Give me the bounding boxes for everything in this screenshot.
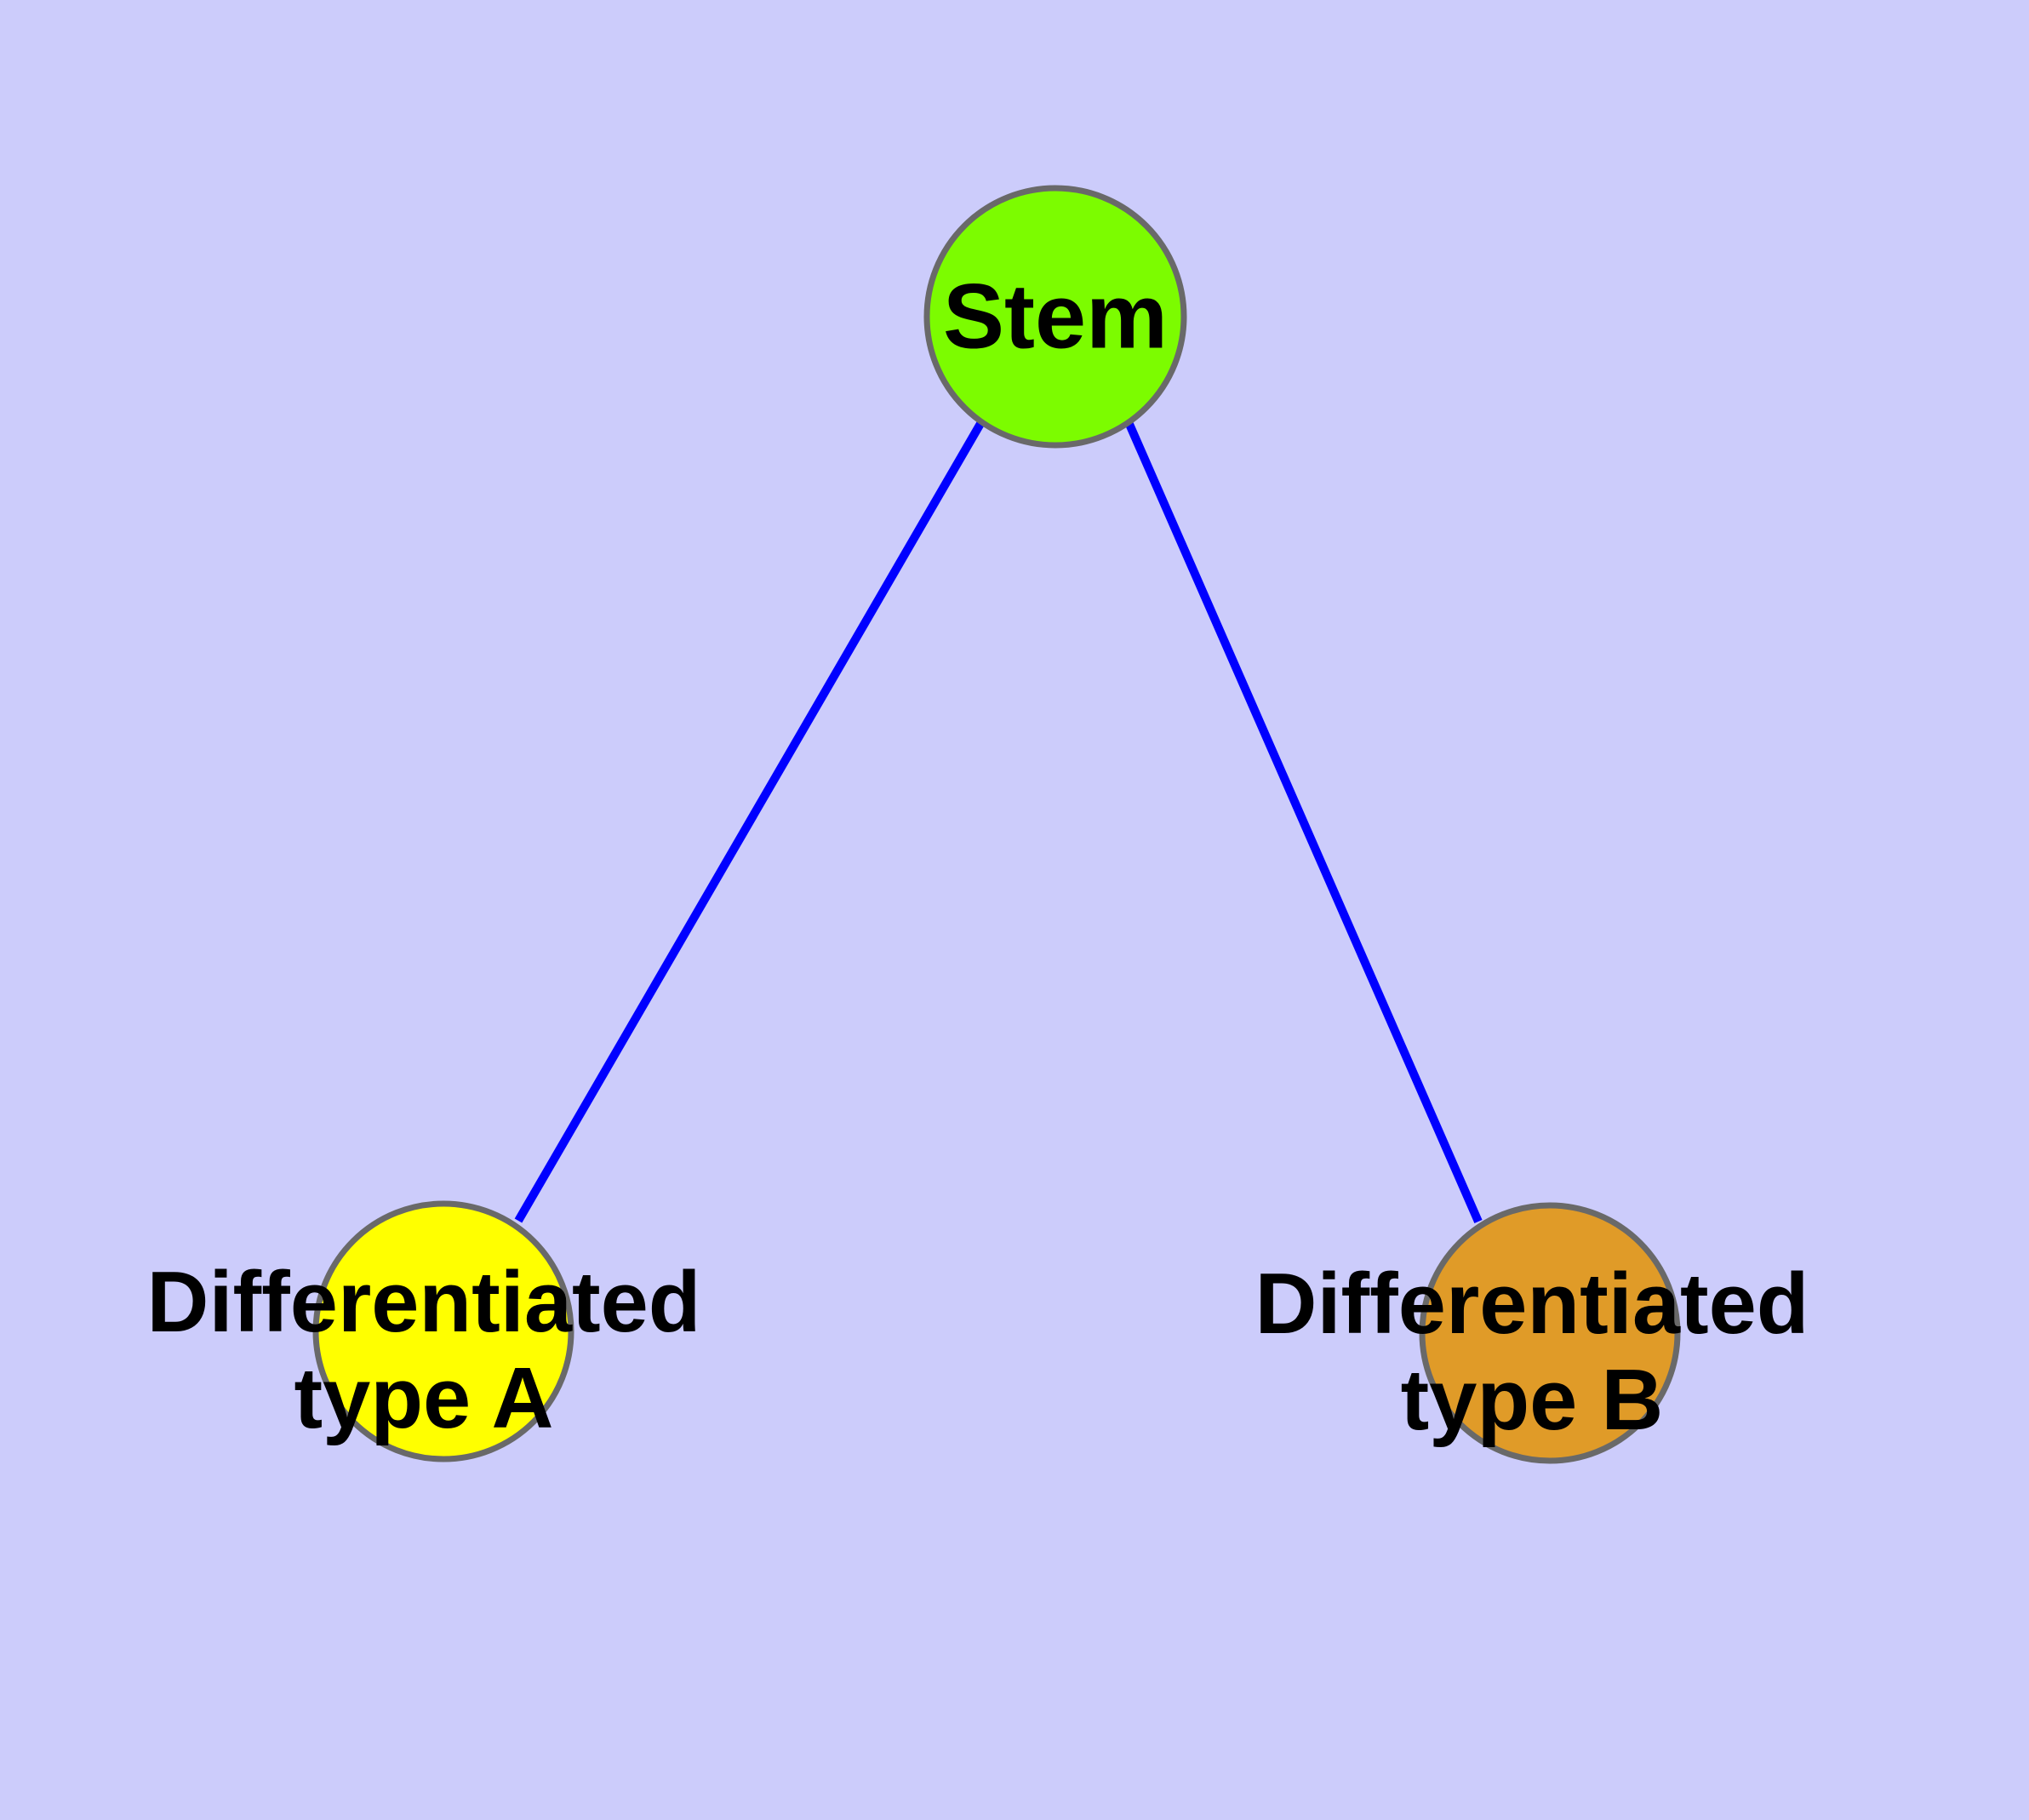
node-differentiated-type-a[interactable] — [312, 1200, 574, 1462]
edge-stem-to-differentiated-type-b[interactable] — [1124, 420, 1483, 1224]
node-stem[interactable] — [923, 185, 1187, 449]
edge-stem-to-differentiated-type-a[interactable] — [514, 420, 986, 1223]
node-differentiated-type-b[interactable] — [1419, 1202, 1681, 1464]
